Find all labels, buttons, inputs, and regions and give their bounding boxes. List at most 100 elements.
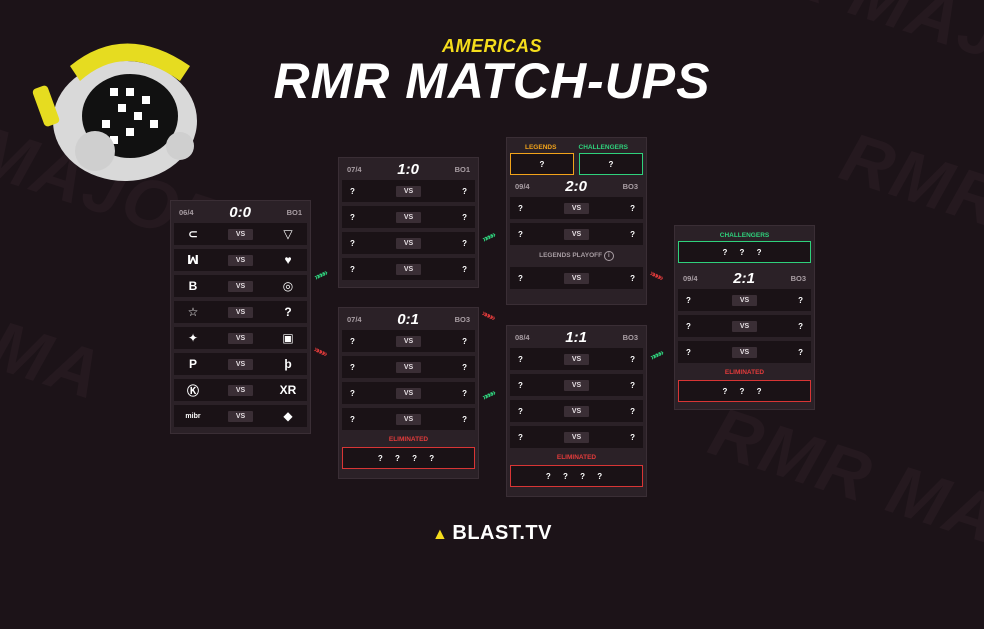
- challengers-label: CHALLENGERS: [719, 232, 770, 239]
- match-row[interactable]: ?VS?: [510, 223, 643, 245]
- match-row[interactable]: ?VS?: [342, 356, 475, 378]
- drop-arrow-icon: »»»»: [312, 343, 328, 359]
- team-name: ?: [284, 305, 292, 319]
- match-row[interactable]: ?VS?: [342, 206, 475, 228]
- match-row[interactable]: ? VS?: [678, 341, 811, 363]
- panel-header: 08/4 1:1 BO3: [507, 326, 646, 348]
- hydra-logo-icon: ✦: [187, 331, 199, 345]
- blast-tv-logo: ▲BLAST.TV: [0, 522, 984, 545]
- match-row[interactable]: ?VS?: [342, 408, 475, 430]
- team-a: ?: [686, 347, 691, 357]
- team-b: ?: [798, 347, 803, 357]
- p-logo-icon: þ: [284, 357, 292, 371]
- challengers-label: CHALLENGERS: [578, 144, 628, 151]
- drop-arrow-icon: »»»»: [648, 267, 664, 283]
- team-a: ?: [350, 362, 355, 372]
- team-b: ?: [462, 238, 467, 248]
- team-b: ?: [798, 295, 803, 305]
- team-a: ?: [350, 238, 355, 248]
- vs-badge: VS: [395, 211, 422, 223]
- match-row[interactable]: ?VS?: [342, 180, 475, 202]
- round-1-1-panel: 08/4 1:1 BO3 ?VS??VS??VS??VS? ELIMINATED…: [506, 325, 647, 497]
- match-row[interactable]: ?VS?: [342, 330, 475, 352]
- match-row[interactable]: ? VS?: [342, 258, 475, 280]
- match-row[interactable]: ? VS?: [678, 315, 811, 337]
- match-row[interactable]: ☆ VS?: [174, 301, 307, 323]
- astronaut-mascot-icon: [32, 43, 197, 181]
- match-row[interactable]: ?VS?: [510, 374, 643, 396]
- vs-badge: VS: [731, 320, 758, 332]
- vs-badge: VS: [395, 263, 422, 275]
- record-score: 2:1: [733, 269, 755, 287]
- match-row[interactable]: ?VS?: [510, 400, 643, 422]
- team-a: ?: [350, 212, 355, 222]
- vs-badge: VS: [563, 272, 590, 284]
- match-row[interactable]: ꟽ VS ♥: [174, 249, 307, 271]
- vs-badge: VS: [227, 306, 254, 318]
- star-logo-icon: ☆: [187, 305, 199, 319]
- challengers-slot: ? ? ?: [678, 241, 811, 263]
- match-row[interactable]: ⊂VS▽: [174, 223, 307, 245]
- team-b: ?: [462, 264, 467, 274]
- team-a: ?: [518, 406, 523, 416]
- match-date: 06/4: [179, 207, 194, 217]
- bg-word: RMR MAJOR R: [700, 391, 984, 628]
- team-a: ?: [518, 354, 523, 364]
- playoff-match-row[interactable]: ? VS ?: [510, 267, 643, 289]
- vs-badge: VS: [395, 335, 422, 347]
- match-format: BO3: [454, 314, 470, 324]
- panel-header: 09/4 2:0 BO3: [507, 175, 646, 197]
- team-b: ?: [630, 354, 635, 364]
- vs-badge: VS: [227, 384, 254, 396]
- furia-logo-icon: ⊂: [187, 227, 199, 241]
- eliminated-box: ? ? ?: [678, 380, 811, 402]
- record-score: 0:0: [229, 203, 251, 221]
- team-a: ?: [350, 186, 355, 196]
- vs-badge: VS: [227, 280, 254, 292]
- team-b: ?: [630, 406, 635, 416]
- team-a: ?: [518, 203, 523, 213]
- bg-word: RMR: [831, 117, 984, 243]
- round-0-1-panel: 07/4 0:1 BO3 ?VS??VS??VS??VS? ELIMINATED…: [338, 307, 479, 479]
- match-date: 09/4: [683, 273, 698, 283]
- panel-header: 06/4 0:0 BO1: [171, 201, 310, 223]
- match-row[interactable]: ?VS?: [510, 348, 643, 370]
- match-row[interactable]: ?VS?: [342, 232, 475, 254]
- vs-badge: VS: [731, 346, 758, 358]
- heartbreak-logo-icon: ♥: [284, 253, 292, 267]
- match-row[interactable]: ?VS?: [342, 382, 475, 404]
- advance-arrow-icon: »»»»: [648, 347, 664, 363]
- vs-badge: VS: [227, 254, 254, 266]
- round-2-0-panel: LEGENDS CHALLENGERS ? ? 09/4 2:0 BO3 ?VS…: [506, 137, 647, 305]
- team-b: ?: [798, 321, 803, 331]
- pain-logo-icon: P: [188, 357, 197, 371]
- vs-badge: VS: [563, 431, 590, 443]
- match-row[interactable]: ?VS?: [510, 197, 643, 219]
- team-a: ?: [518, 380, 523, 390]
- team-a: ?: [350, 264, 355, 274]
- blast-mark-icon: ▲: [432, 526, 449, 543]
- match-date: 09/4: [515, 181, 530, 191]
- record-score: 0:1: [397, 310, 419, 328]
- drop-arrow-icon: »»»»: [480, 307, 496, 323]
- match-row[interactable]: ?VS?: [678, 289, 811, 311]
- round-2-1-panel: CHALLENGERS ? ? ? 09/4 2:1 BO3 ? VS?? VS??…: [674, 225, 815, 410]
- vs-badge: VS: [395, 185, 422, 197]
- match-format: BO3: [622, 181, 638, 191]
- match-format: BO3: [790, 273, 806, 283]
- team-b: ?: [630, 229, 635, 239]
- team-a: ?: [350, 336, 355, 346]
- vs-badge: VS: [395, 413, 422, 425]
- match-row[interactable]: ?VS?: [510, 426, 643, 448]
- eliminated-label: ELIMINATED: [388, 436, 429, 443]
- team-a: ?: [686, 321, 691, 331]
- match-row[interactable]: ✦VS▣: [174, 327, 307, 349]
- info-icon[interactable]: i: [603, 251, 614, 261]
- liquid-logo-icon: ꟽ: [187, 253, 199, 267]
- vs-badge: VS: [563, 379, 590, 391]
